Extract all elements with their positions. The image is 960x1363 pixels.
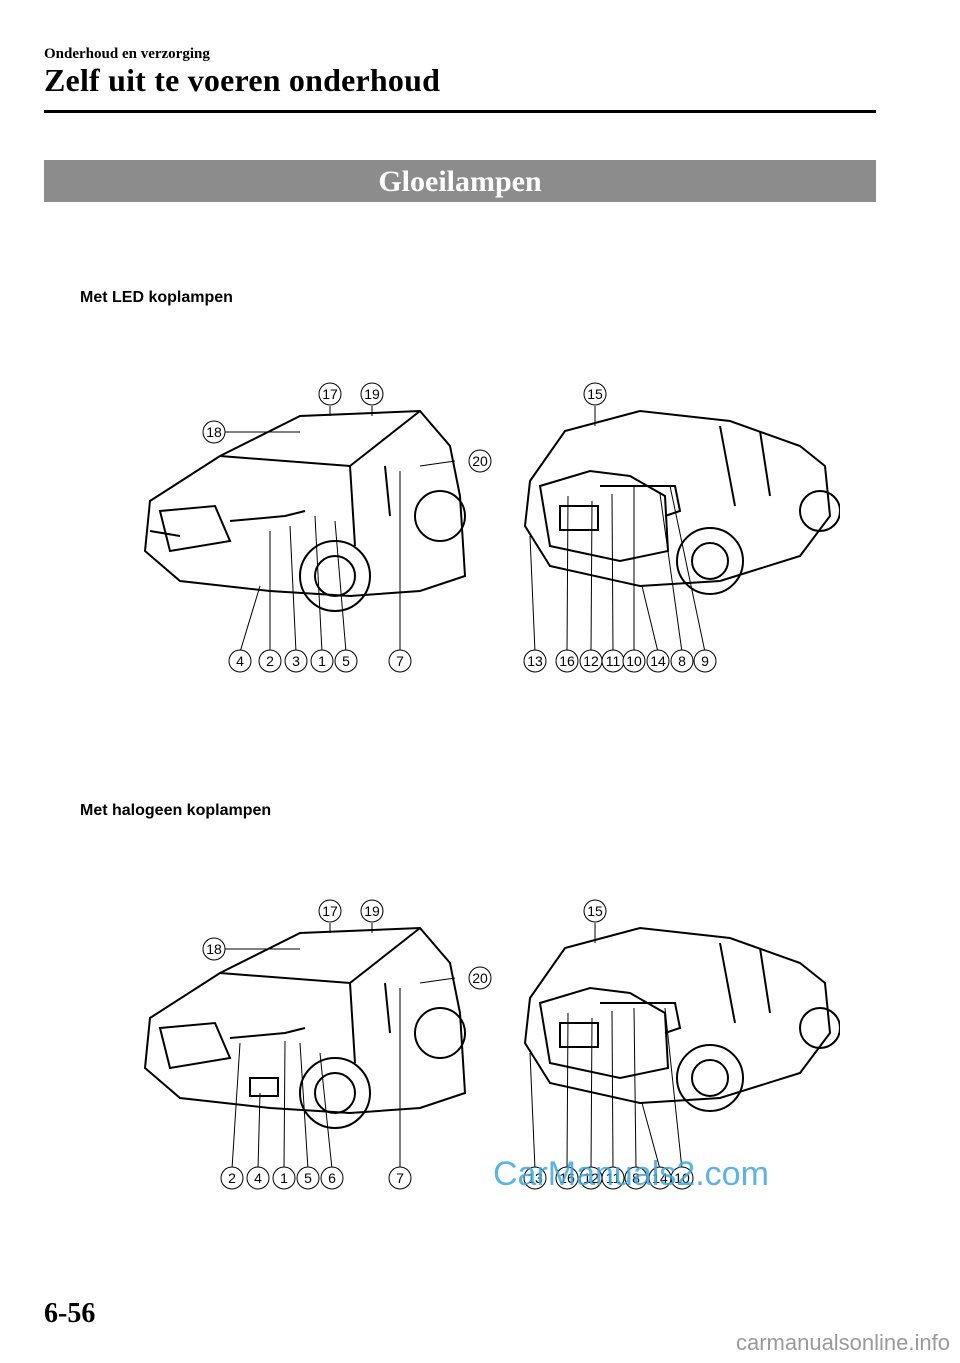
callout-label: 11 bbox=[606, 653, 621, 669]
front-car-illustration bbox=[143, 926, 467, 1129]
callout-label: 5 bbox=[342, 653, 350, 669]
callout-label: 18 bbox=[206, 941, 222, 957]
subheading-halogen: Met halogeen koplampen bbox=[80, 802, 272, 819]
footer-site-link[interactable]: carmanualsonline.info bbox=[735, 1330, 950, 1355]
rear-car-illustration bbox=[523, 409, 840, 595]
section-banner: Gloeilampen bbox=[44, 160, 876, 202]
callout-label: 8 bbox=[632, 1170, 640, 1186]
callout-label: 10 bbox=[674, 1170, 690, 1186]
callout-label: 5 bbox=[304, 1170, 312, 1186]
callout-label: 17 bbox=[322, 903, 338, 919]
callout-label: 11 bbox=[606, 1170, 621, 1186]
callout-label: 4 bbox=[236, 653, 244, 669]
callout-lines bbox=[218, 923, 683, 1170]
halogen-bulb-diagram: 17 19 18 20 2 4 1 5 6 7 15 13 16 12 11 8… bbox=[143, 899, 840, 1190]
callout-label: 9 bbox=[701, 653, 709, 669]
page-title: Zelf uit te voeren onderhoud bbox=[44, 62, 441, 98]
callout-label: 6 bbox=[328, 1170, 336, 1186]
callout-label: 1 bbox=[280, 1170, 288, 1186]
callout-numbers: 17 19 18 20 2 4 1 5 6 7 15 13 16 12 11 8… bbox=[202, 899, 694, 1190]
callout-label: 7 bbox=[396, 1170, 404, 1186]
callout-label: 8 bbox=[678, 653, 686, 669]
callout-label: 14 bbox=[652, 1170, 668, 1186]
callout-label: 16 bbox=[559, 653, 575, 669]
callout-label: 20 bbox=[472, 453, 488, 469]
callout-label: 12 bbox=[583, 1170, 599, 1186]
subheading-led: Met LED koplampen bbox=[80, 289, 233, 306]
page-number: 6-56 bbox=[44, 1298, 96, 1329]
callout-label: 13 bbox=[527, 1170, 543, 1186]
callout-label: 1 bbox=[318, 653, 326, 669]
title-rule bbox=[44, 110, 876, 113]
callout-numbers: 17 19 18 20 4 2 3 1 5 7 15 13 16 12 11 1… bbox=[202, 382, 717, 673]
callout-label: 19 bbox=[364, 903, 380, 919]
callout-lines bbox=[218, 406, 706, 653]
callout-label: 13 bbox=[527, 653, 543, 669]
callout-label: 17 bbox=[322, 386, 338, 402]
callout-label: 19 bbox=[364, 386, 380, 402]
callout-label: 20 bbox=[472, 970, 488, 986]
callout-label: 15 bbox=[587, 386, 603, 402]
callout-label: 2 bbox=[266, 653, 274, 669]
callout-label: 2 bbox=[228, 1170, 236, 1186]
front-car-illustration bbox=[143, 409, 467, 612]
callout-label: 18 bbox=[206, 424, 222, 440]
callout-label: 12 bbox=[583, 653, 599, 669]
callout-label: 10 bbox=[626, 653, 642, 669]
rear-car-illustration bbox=[523, 926, 840, 1112]
callout-label: 15 bbox=[587, 903, 603, 919]
callout-label: 7 bbox=[396, 653, 404, 669]
callout-label: 4 bbox=[254, 1170, 262, 1186]
breadcrumb: Onderhoud en verzorging bbox=[44, 46, 210, 62]
callout-label: 16 bbox=[559, 1170, 575, 1186]
watermark: CarManuals2.com bbox=[493, 1155, 769, 1193]
callout-label: 3 bbox=[292, 653, 300, 669]
callout-label: 14 bbox=[650, 653, 666, 669]
led-bulb-diagram: 17 19 18 20 4 2 3 1 5 7 15 13 16 12 11 1… bbox=[143, 382, 840, 673]
